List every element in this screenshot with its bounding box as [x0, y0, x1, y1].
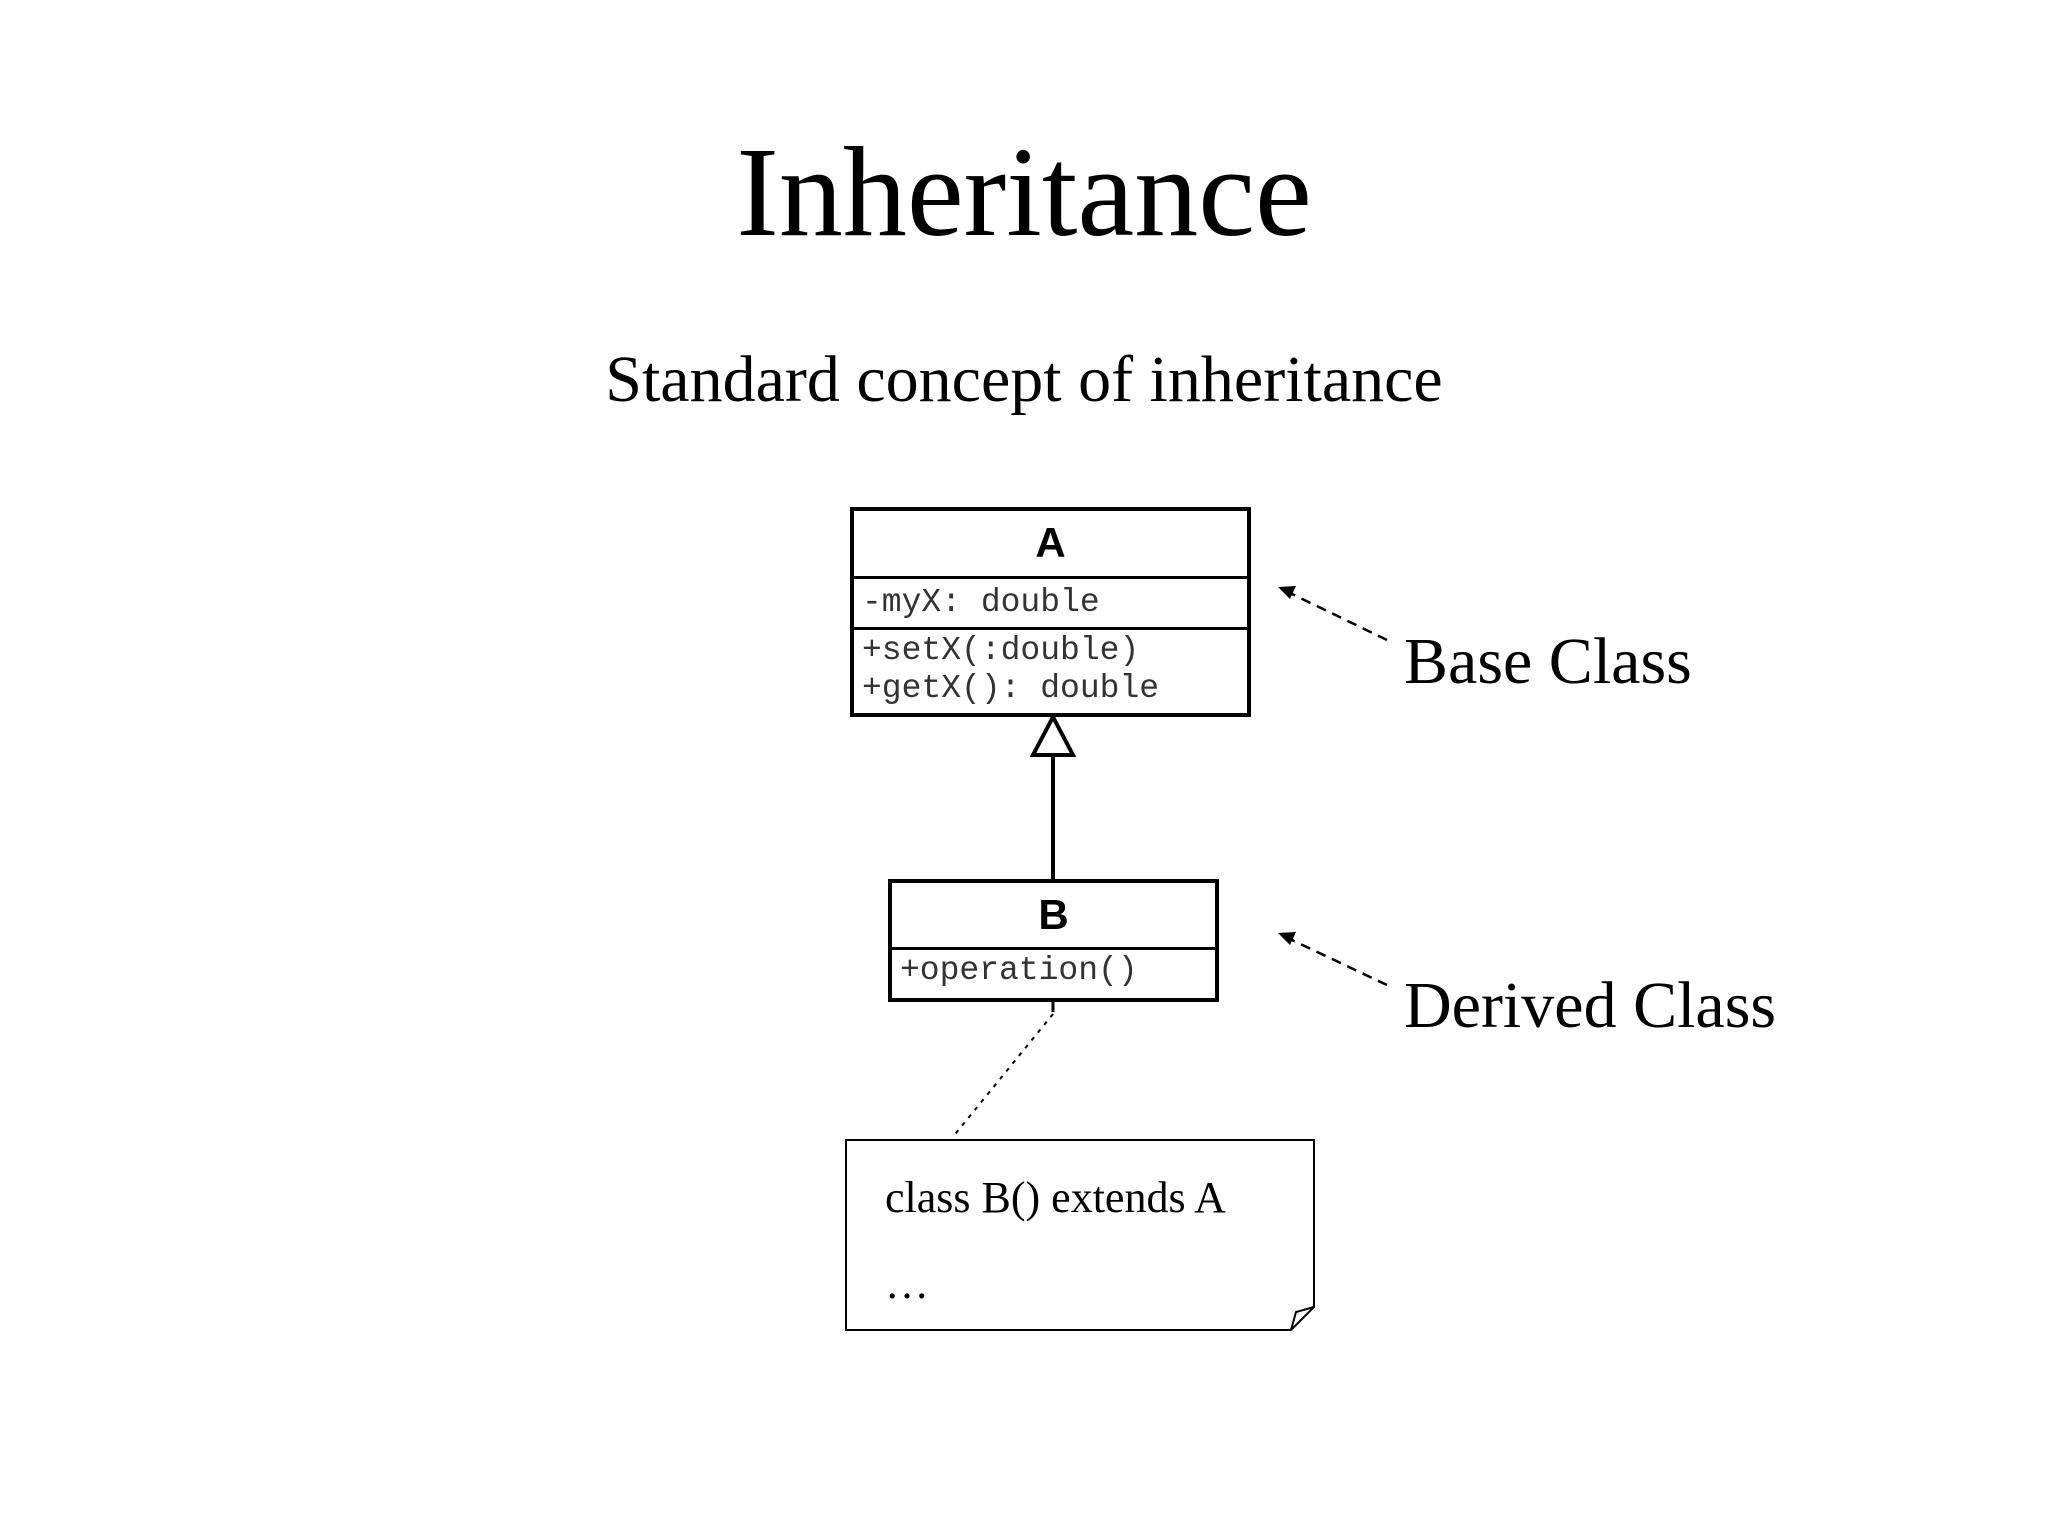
- class-a-name: A: [854, 511, 1247, 579]
- class-b-name: B: [892, 883, 1215, 950]
- class-a-operation: +getX(): double: [862, 670, 1160, 707]
- class-a-attributes: -myX: double: [854, 579, 1247, 630]
- class-b-box: B +operation(): [888, 879, 1219, 1002]
- slide-subtitle: Standard concept of inheritance: [605, 343, 1443, 416]
- note-ellipsis: …: [885, 1259, 929, 1308]
- base-class-callout-line: [1291, 592, 1388, 642]
- base-class-callout-arrowhead: [1278, 586, 1296, 599]
- note-fold: [1290, 1306, 1315, 1331]
- class-a-operation: +setX(:double): [862, 632, 1140, 669]
- slide-title: Inheritance: [736, 121, 1312, 263]
- derived-class-callout-line: [1291, 938, 1388, 987]
- class-a-operations: +setX(:double) +getX(): double: [854, 630, 1247, 708]
- note-code-line: class B() extends A: [885, 1173, 1226, 1222]
- derived-class-callout-arrowhead: [1278, 932, 1296, 945]
- class-a-attribute: -myX: double: [862, 584, 1100, 621]
- class-b-operation: +operation(): [900, 952, 1138, 989]
- derived-class-label: Derived Class: [1404, 969, 1777, 1042]
- class-b-operations: +operation(): [892, 950, 1215, 990]
- note-anchor-dotted: [951, 1013, 1054, 1139]
- generalization-arrowhead: [1029, 712, 1077, 757]
- base-class-label: Base Class: [1404, 625, 1692, 698]
- class-a-box: A -myX: double +setX(:double) +getX(): d…: [850, 507, 1251, 717]
